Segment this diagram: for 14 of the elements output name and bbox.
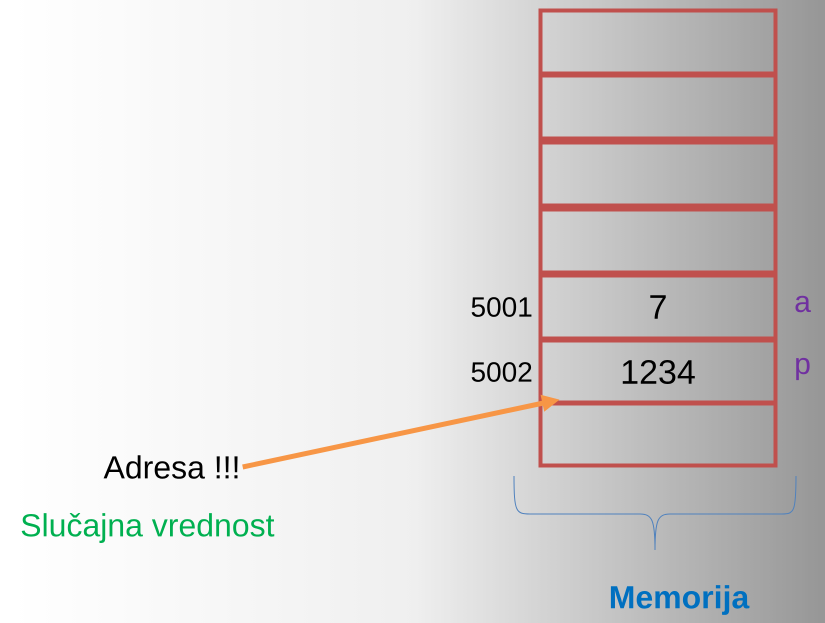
memory-cell (538, 208, 778, 274)
memory-cell (538, 400, 778, 468)
address-label: 5002 (472, 362, 532, 382)
memory-cell (538, 8, 778, 76)
variable-name: a (795, 296, 811, 312)
memory-cell (538, 140, 778, 208)
memory-cell: 1234 (538, 338, 778, 406)
memory-cell: 7 (538, 274, 778, 340)
address-label: 5001 (472, 297, 532, 317)
variable-name: p (796, 358, 810, 380)
note-text: Slučajna vrednost (22, 513, 274, 543)
memory-cell (538, 74, 778, 140)
note-text: Adresa !!! (104, 455, 238, 479)
memory-caption: Memorija (610, 585, 750, 615)
